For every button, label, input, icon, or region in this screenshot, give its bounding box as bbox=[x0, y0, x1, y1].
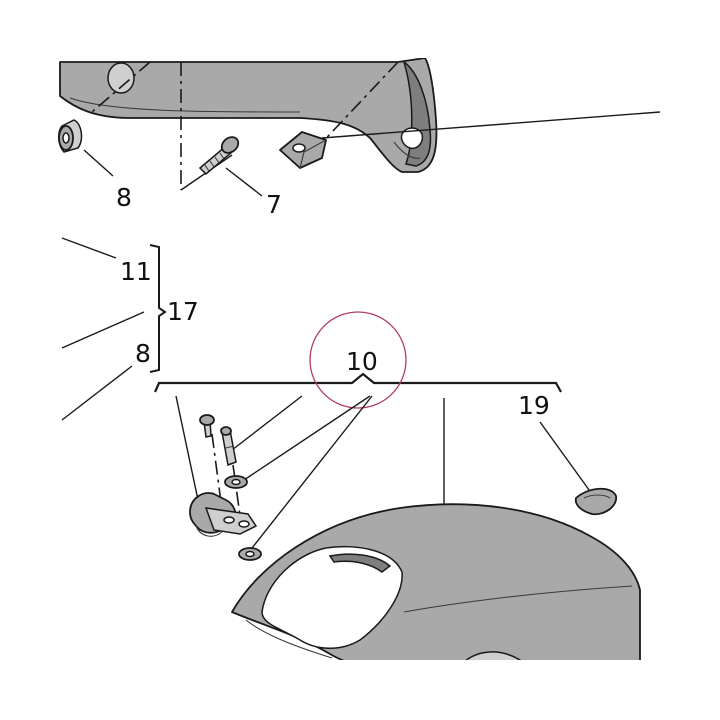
mount-bracket bbox=[189, 492, 258, 537]
bracket-17 bbox=[149, 244, 167, 373]
emblem-part-19 bbox=[574, 487, 617, 516]
callout-7: 7 bbox=[266, 190, 282, 219]
bracket-10 bbox=[153, 372, 562, 393]
washer-lower bbox=[238, 547, 262, 561]
screw-part-7 bbox=[198, 136, 240, 176]
highlight-circle bbox=[309, 311, 407, 409]
upper-housing bbox=[59, 57, 438, 173]
standoff-pin bbox=[220, 426, 237, 467]
callout-8-mid: 8 bbox=[135, 339, 151, 368]
small-screw bbox=[199, 414, 215, 438]
leader-17 bbox=[61, 311, 145, 349]
axis-line bbox=[314, 61, 399, 151]
leader-8-mid bbox=[61, 365, 133, 421]
callout-10: 10 bbox=[346, 347, 378, 376]
callout-17: 17 bbox=[167, 297, 199, 326]
callout-8-top: 8 bbox=[116, 183, 132, 212]
callout-19: 19 bbox=[518, 391, 550, 420]
washer bbox=[224, 475, 248, 489]
leader-11 bbox=[61, 237, 117, 259]
bushing-part-8 bbox=[58, 119, 83, 153]
clip-part bbox=[279, 131, 327, 169]
callout-11: 11 bbox=[120, 257, 152, 286]
axis-line bbox=[91, 61, 151, 113]
